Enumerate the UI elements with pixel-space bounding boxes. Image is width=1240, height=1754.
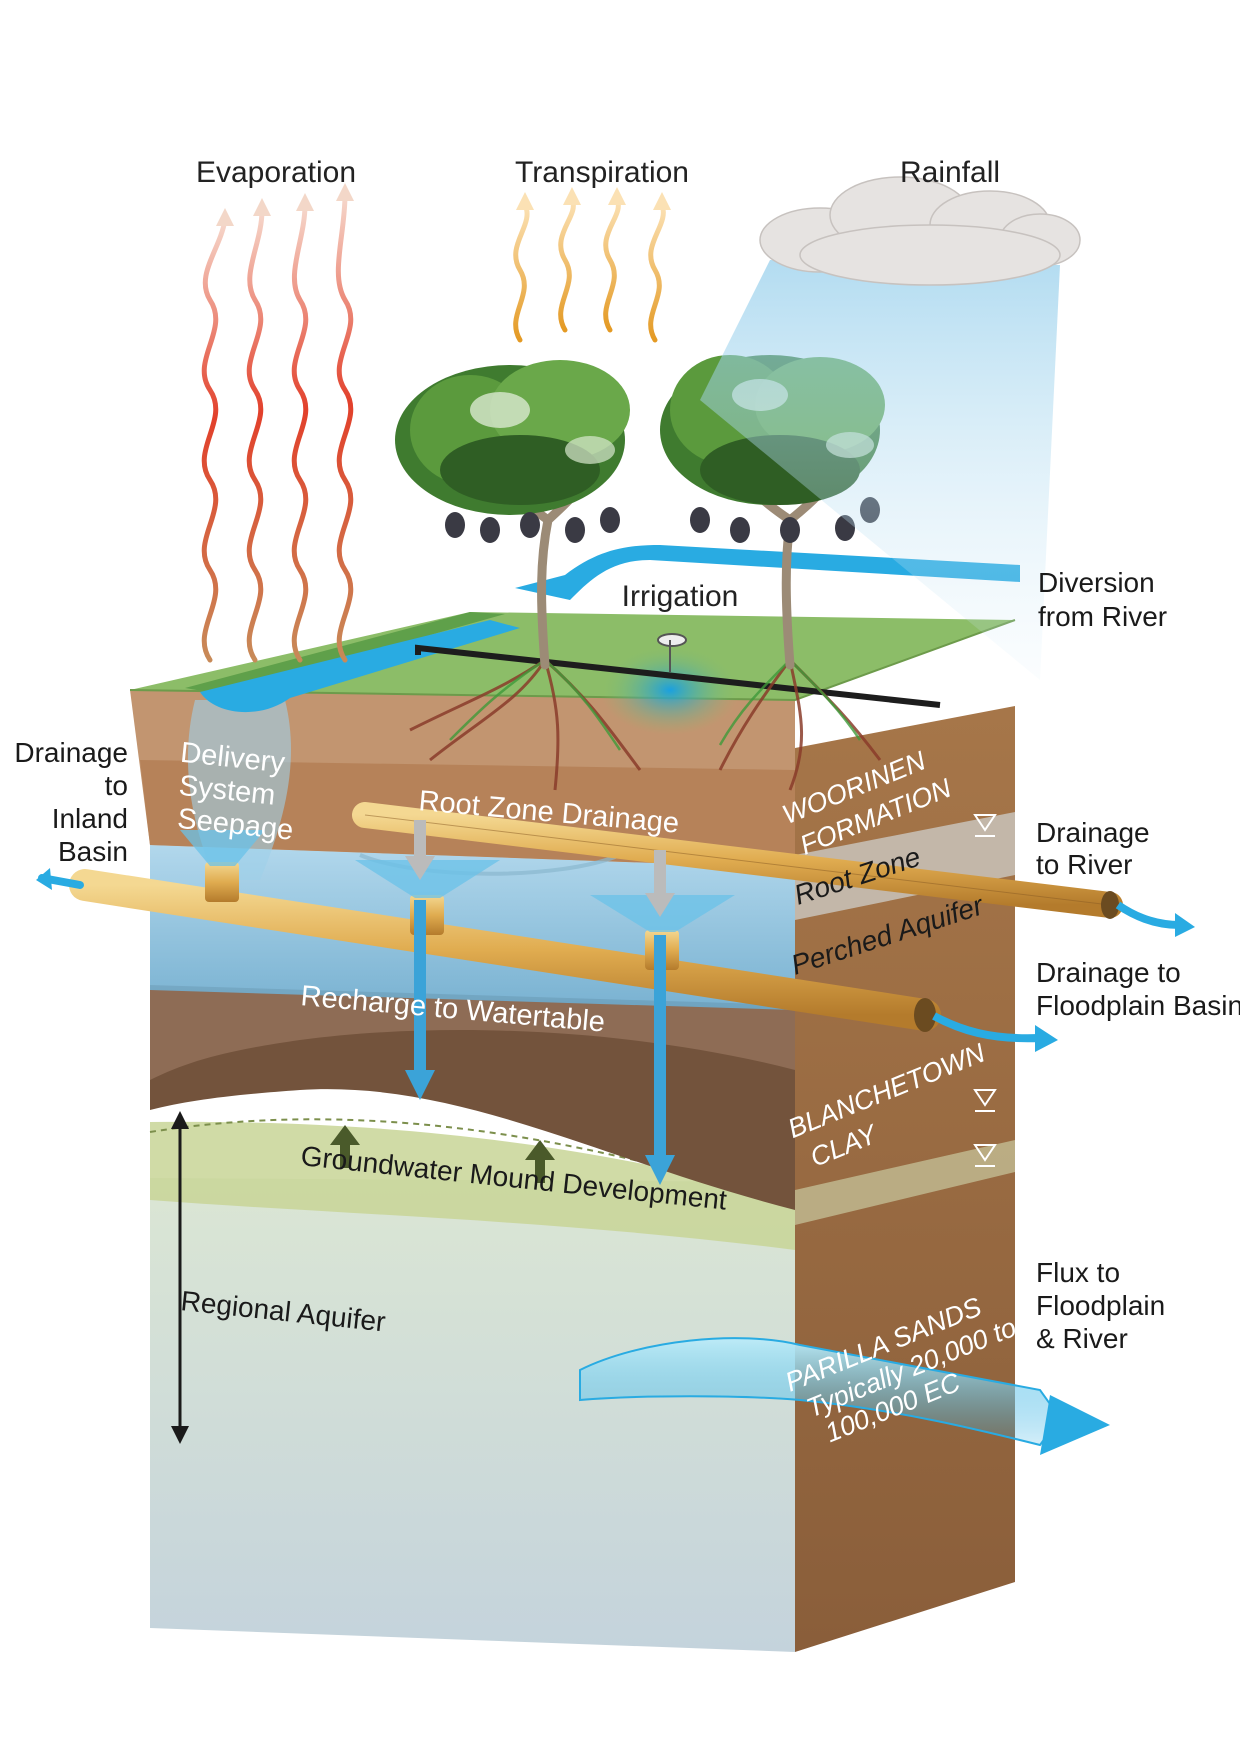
mound-up-arrows	[330, 1125, 555, 1183]
flux-to-floodplain-arrow	[579, 1337, 1062, 1447]
rainfall-beam	[700, 260, 1060, 680]
label-drainage-floodplain-1: Drainage to	[1036, 957, 1181, 988]
groundwater-mound-layer	[150, 1121, 795, 1250]
watertable-markers	[973, 814, 997, 1167]
label-flux-2: Floodplain	[1036, 1290, 1165, 1321]
clay-upper-band	[150, 985, 795, 1080]
seepage-funnel-1	[180, 830, 265, 866]
label-drainage-river-2: to River	[1036, 849, 1132, 880]
evaporation-arrowheads	[216, 183, 354, 226]
sprinkler-head	[657, 633, 688, 672]
transpiration-arrowheads	[516, 187, 671, 210]
label-irrigation: Irrigation	[622, 580, 739, 613]
drainage-floodplain-arrow	[932, 1012, 1041, 1043]
label-drainage-inland-1: Drainage	[14, 737, 128, 768]
label-drainage-floodplain-2: Floodplain Basin	[1036, 990, 1240, 1021]
delivery-channel	[185, 612, 505, 694]
label-drainage-inland-2: to	[105, 770, 128, 801]
drainage-river-arrowhead	[1175, 913, 1195, 937]
label-flux-1: Flux to	[1036, 1257, 1120, 1288]
drainage-river-arrow	[1115, 901, 1181, 929]
label-drainage-inland-4: Basin	[58, 836, 128, 867]
label-transpiration: Transpiration	[515, 156, 689, 189]
label-diversion-1: Diversion	[1038, 567, 1155, 598]
delivery-channel-water	[200, 620, 520, 713]
label-drainage-inland-3: Inland	[52, 803, 128, 834]
seepage-funnel-2	[355, 860, 500, 898]
seepage-funnel-3	[590, 895, 735, 932]
label-rainfall: Rainfall	[900, 156, 1000, 189]
label-diversion-2: from River	[1038, 601, 1167, 632]
side-perched-band	[795, 812, 1015, 920]
drainage-floodplain-arrowhead	[1035, 1025, 1058, 1052]
side-mound-band	[795, 1140, 1015, 1225]
label-drainage-river-1: Drainage	[1036, 817, 1150, 848]
vine-tree-left	[395, 360, 630, 670]
blanchetown-clay-layer	[150, 990, 795, 1210]
ground-surface-edge	[129, 619, 1016, 702]
label-evaporation: Evaporation	[196, 156, 356, 189]
recharge-arrows	[405, 820, 675, 1185]
drainage-inland-arrowhead	[36, 868, 52, 890]
tree-roots-green	[449, 658, 862, 751]
evaporation-waves	[201, 192, 354, 663]
flux-arrowhead	[1040, 1395, 1110, 1455]
transpiration-waves	[513, 197, 666, 343]
label-flux-3: & River	[1036, 1323, 1128, 1354]
sprinkler-spray-zone	[600, 645, 740, 735]
main-drain-pipe	[69, 862, 941, 1032]
root-zone-drain-pipe	[352, 802, 1123, 919]
regional-aquifer-layer	[150, 1178, 795, 1652]
rain-cloud	[759, 176, 1081, 286]
